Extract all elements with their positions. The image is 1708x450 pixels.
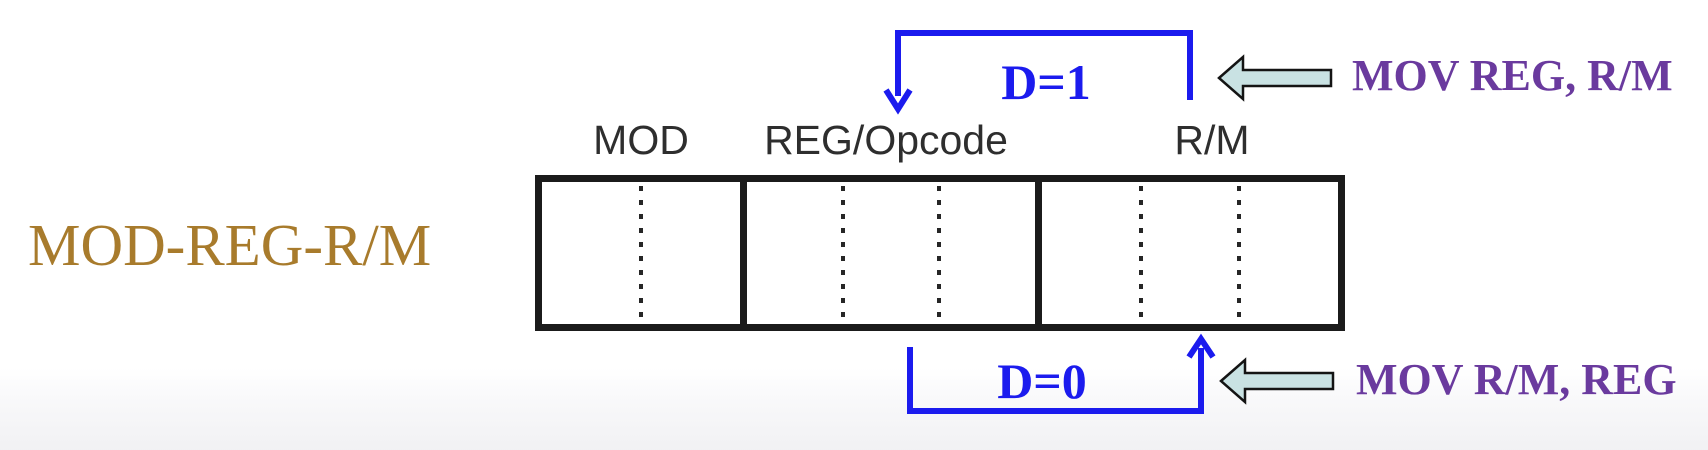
up-arrowhead-icon [1186,333,1216,359]
bit-separator [840,186,845,322]
d0-label: D=0 [997,353,1087,409]
field-label-rm: R/M [1174,117,1250,163]
bit-separator [1138,186,1143,322]
field-divider [740,182,747,324]
diagram-title: MOD-REG-R/M [28,212,432,278]
field-label-reg-opcode: REG/Opcode [764,117,1008,163]
bit-separator [639,186,643,322]
field-label-mod: MOD [593,117,689,163]
bit-separator [936,186,941,322]
field-mod [542,182,740,324]
down-arrowhead-icon [883,88,913,115]
modregrm-byte-box [535,175,1345,331]
bit-separator [1237,186,1242,322]
field-reg-opcode [747,182,1035,324]
instruction-label-mov-reg-rm: MOV REG, R/M [1352,51,1673,100]
d1-label: D=1 [1001,54,1091,110]
field-rm [1042,182,1338,324]
instruction-label-mov-rm-reg: MOV R/M, REG [1356,355,1677,404]
left-block-arrow-icon [1217,54,1333,102]
background-band [0,368,1708,450]
field-divider [1035,182,1042,324]
